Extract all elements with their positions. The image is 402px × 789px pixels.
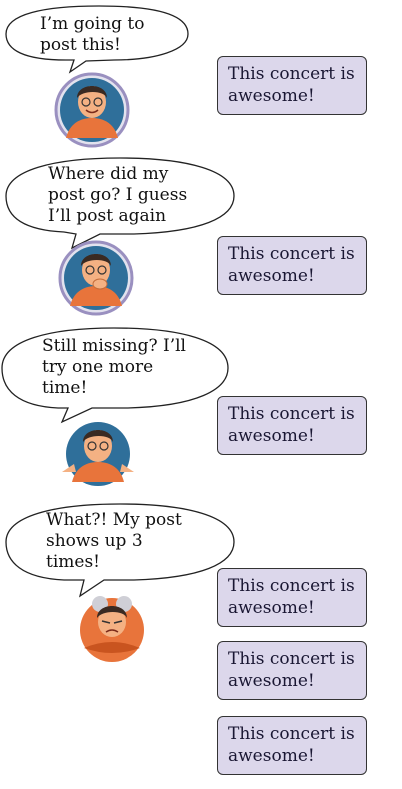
person-pointing-icon — [52, 72, 132, 148]
thought-text: Still missing? I’ll try one more time! — [42, 336, 186, 398]
thought-bubble: Still missing? I’ll try one more time! — [0, 326, 230, 424]
speech-bubble-shape — [5, 157, 235, 250]
thought-text: What?! My post shows up 3 times! — [46, 510, 182, 572]
speech-bubble-shape — [5, 503, 235, 598]
thought-bubble: Where did my post go? I guess I’ll post … — [4, 156, 236, 250]
thought-text: I’m going to post this! — [40, 14, 145, 55]
speech-bubble-shape — [1, 327, 229, 424]
person-frustrated-icon — [66, 592, 158, 666]
person-thinking-icon — [56, 240, 136, 316]
speech-bubble-shape — [5, 5, 189, 74]
post-card[interactable]: This concert is awesome! — [217, 716, 367, 775]
person-shrugging-icon — [58, 416, 138, 492]
post-text: This concert is awesome! — [228, 649, 355, 691]
post-card[interactable]: This concert is awesome! — [217, 56, 367, 115]
post-card[interactable]: This concert is awesome! — [217, 568, 367, 627]
post-text: This concert is awesome! — [228, 404, 355, 446]
thought-text: Where did my post go? I guess I’ll post … — [48, 164, 188, 226]
post-card[interactable]: This concert is awesome! — [217, 236, 367, 295]
post-card[interactable]: This concert is awesome! — [217, 641, 367, 700]
post-text: This concert is awesome! — [228, 244, 355, 286]
post-text: This concert is awesome! — [228, 576, 355, 618]
thought-bubble: What?! My post shows up 3 times! — [4, 502, 236, 598]
post-card[interactable]: This concert is awesome! — [217, 396, 367, 455]
thought-bubble: I’m going to post this! — [4, 4, 190, 74]
post-text: This concert is awesome! — [228, 64, 355, 106]
post-text: This concert is awesome! — [228, 724, 355, 766]
